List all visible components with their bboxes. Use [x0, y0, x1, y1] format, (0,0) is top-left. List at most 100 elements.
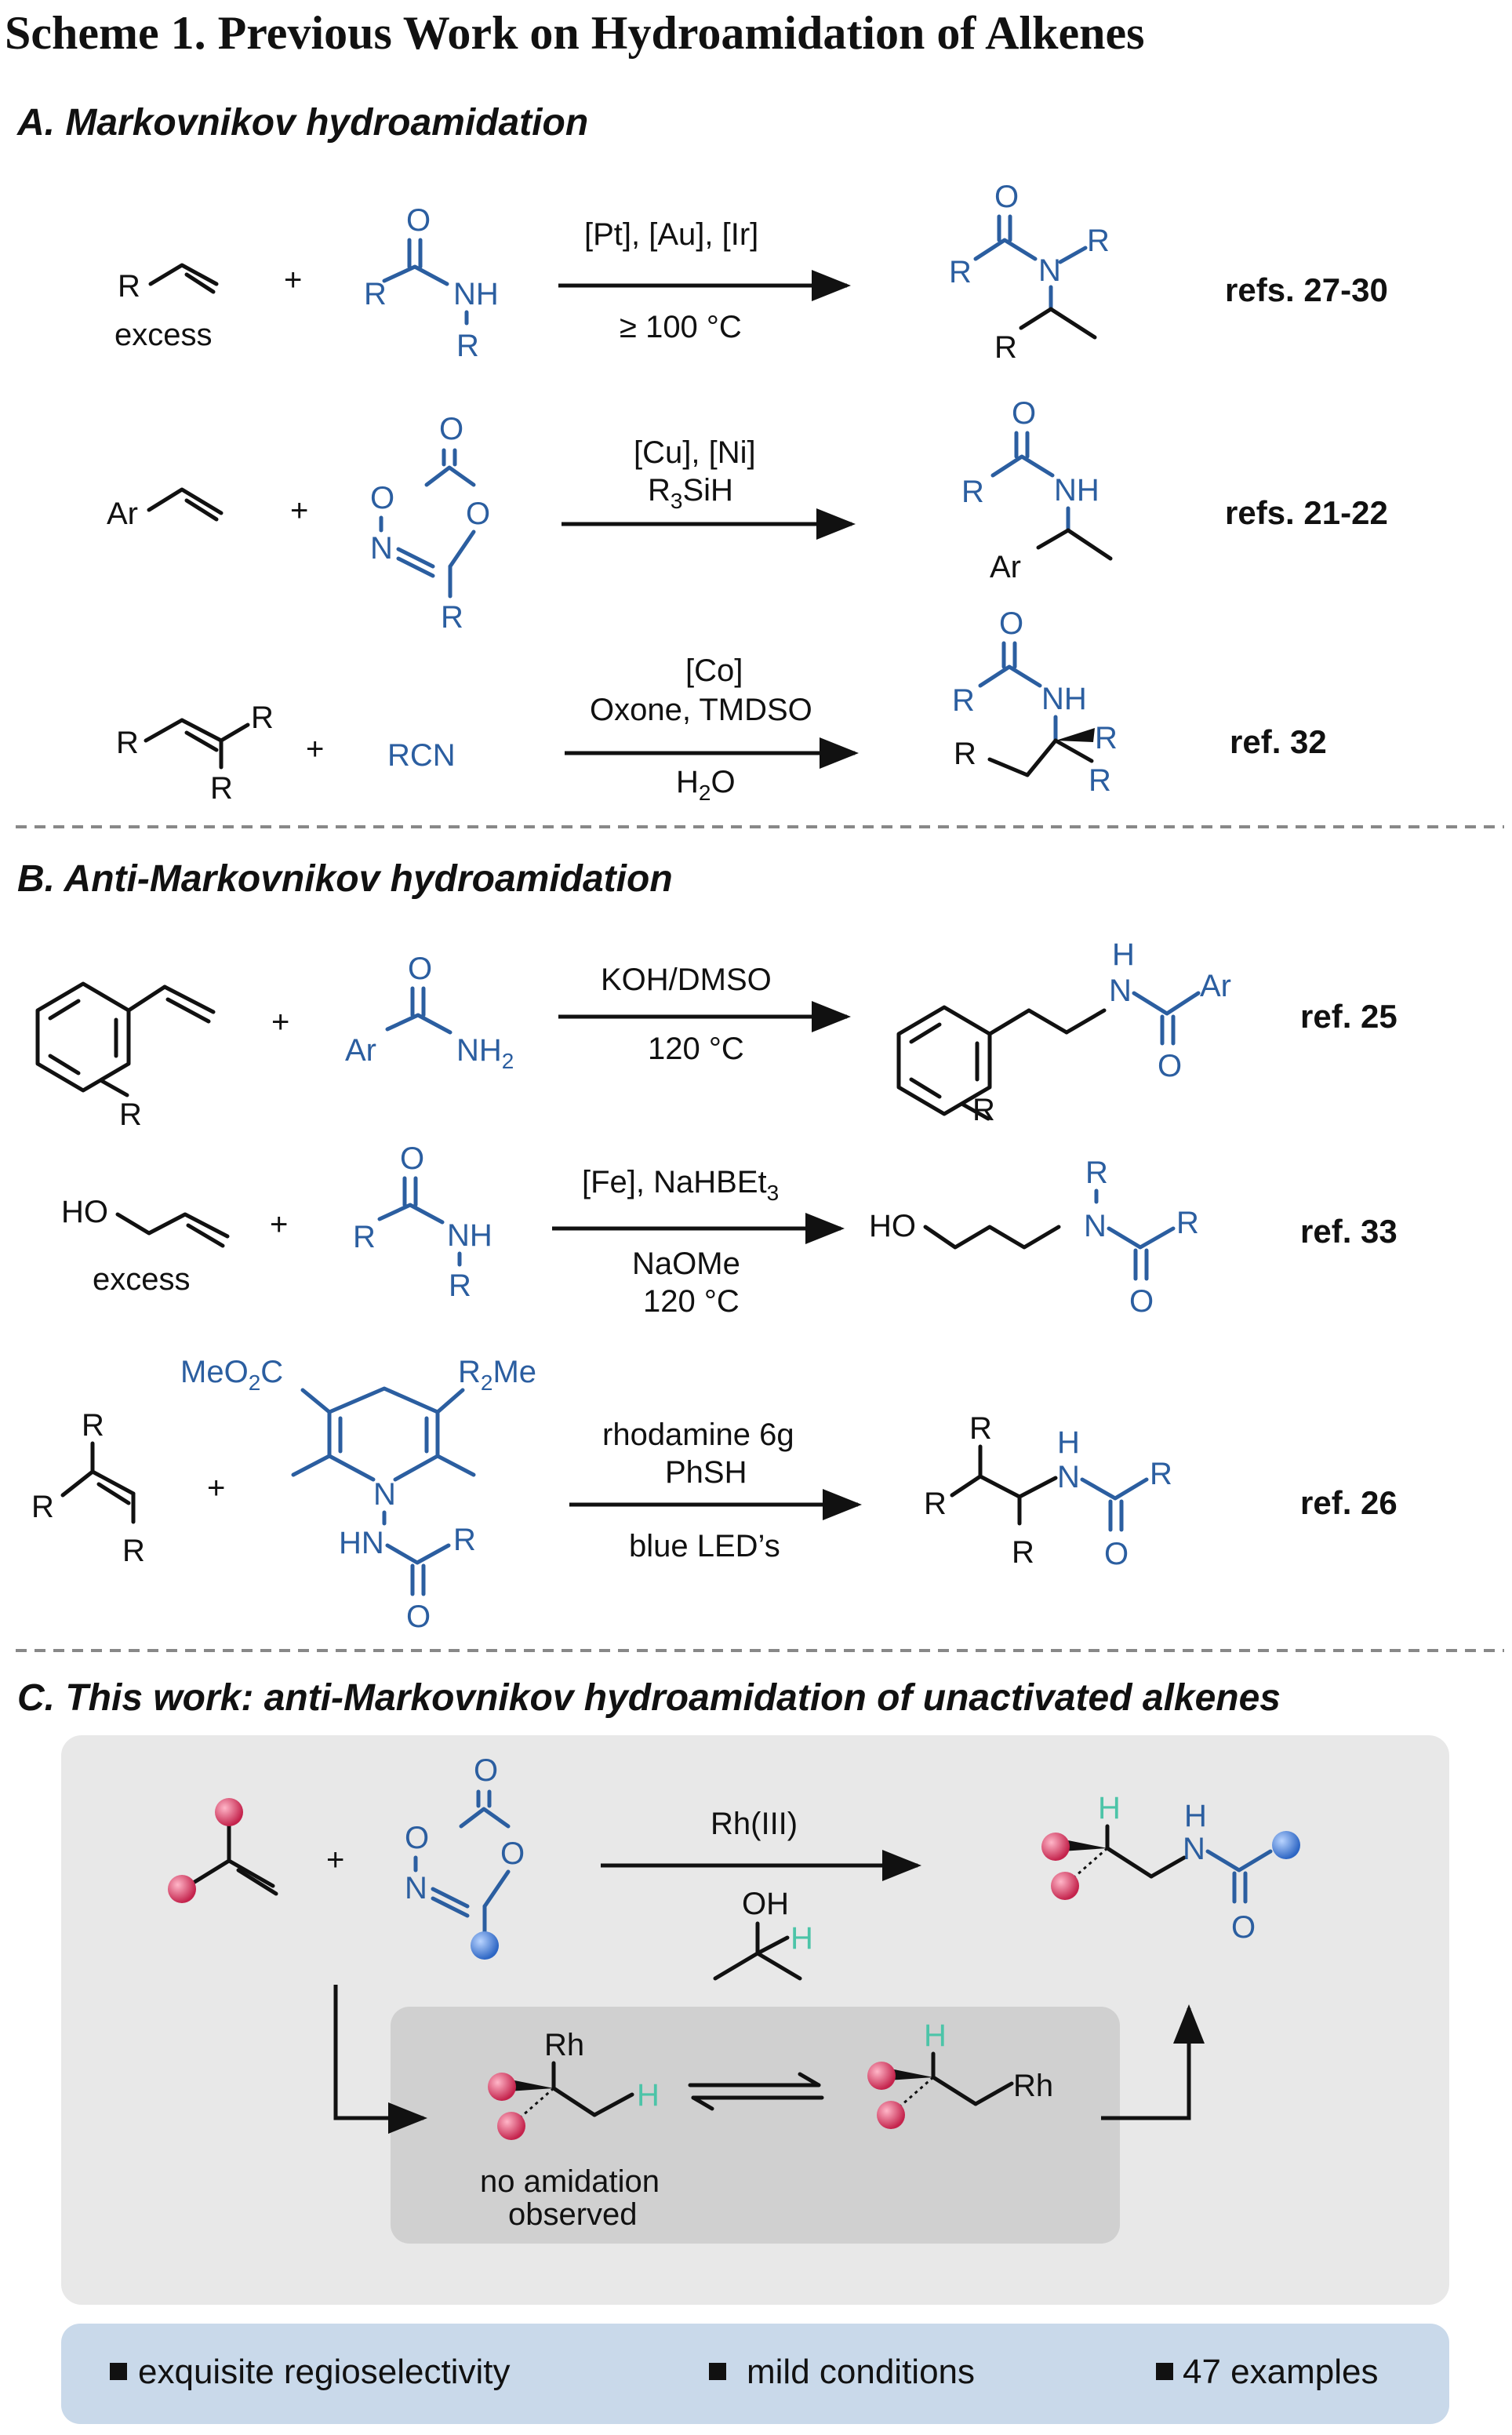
a2-prod-ar: Ar	[990, 550, 1021, 584]
c-inter1-note1: no amidation	[480, 2164, 660, 2199]
c-prod-sub2	[1051, 1872, 1079, 1900]
b3-r1: R	[82, 1408, 104, 1443]
b3-hl-co: R	[458, 1355, 481, 1389]
c-prod-h: H	[1098, 1791, 1121, 1825]
b3-r2: R	[31, 1490, 54, 1524]
b2-plus: +	[270, 1207, 288, 1242]
b2-excess-label: excess	[93, 1262, 191, 1297]
reaction-a2: Ar + O O O N R [Cu], [Ni] R3SiH O R NH A…	[107, 396, 1388, 635]
reaction-b1: R + O Ar NH2 KOH/DMSO 120 °C R H N Ar O …	[35, 937, 1398, 1132]
b3-hl-o: O	[406, 1600, 431, 1634]
b1-amide-sub: 2	[502, 1049, 514, 1073]
b3-plus: +	[207, 1471, 225, 1505]
section-a-heading: A. Markovnikov hydroamidation	[16, 102, 588, 144]
feature-3: 47 examples	[1183, 2353, 1378, 2391]
b2-cond-b2: 120 °C	[643, 1284, 740, 1319]
c-ring-n: N	[405, 1871, 427, 1905]
b1-amide-ar: Ar	[345, 1033, 376, 1068]
a2-prod-o: O	[1012, 396, 1036, 431]
c-prod-nh-h: H	[1184, 1799, 1207, 1833]
a2-ring-r: R	[441, 600, 463, 635]
a1-amide-nr: R	[456, 329, 479, 363]
a1-prod-r1: R	[949, 255, 972, 289]
a1-amide-nh: NH	[453, 277, 499, 311]
a2-cond-mid-sub: 3	[671, 489, 683, 513]
b1-ring-r: R	[119, 1097, 142, 1132]
a3-prod-o: O	[999, 606, 1023, 641]
svg-text:H2O: H2O	[676, 765, 736, 805]
b1-prod-h: H	[1112, 937, 1135, 972]
a3-prod-r4: R	[1089, 763, 1111, 798]
a3-r-bottom: R	[210, 771, 233, 806]
b3-prod-n: N	[1057, 1460, 1080, 1494]
a1-cond-bottom: ≥ 100 °C	[620, 310, 742, 344]
intermediate-panel	[391, 2007, 1120, 2244]
b2-cond-top: [Fe], NaHBEt	[582, 1165, 767, 1199]
b3-prod-r2: R	[924, 1487, 947, 1521]
b3-cond-top: rhodamine 6g	[602, 1418, 794, 1452]
b2-ref: ref. 33	[1300, 1213, 1398, 1250]
b1-cond-top: KOH/DMSO	[601, 963, 772, 997]
b3-r3: R	[122, 1534, 145, 1568]
a2-plus: +	[290, 493, 308, 528]
b1-prod-ar: Ar	[1200, 969, 1231, 1003]
b1-amide-o: O	[408, 952, 432, 986]
a2-cond-mid-end: SiH	[682, 473, 732, 508]
c-prod-sub3	[1272, 1831, 1300, 1859]
reaction-a3: R R R + RCN [Co] Oxone, TMDSO H2O O R NH…	[116, 606, 1327, 806]
feature-2: mild conditions	[747, 2353, 975, 2391]
a3-cond-h: H	[676, 765, 699, 799]
c-plus: +	[326, 1843, 344, 1877]
svg-text:R2Me: R2Me	[458, 1355, 536, 1395]
b3-prod-o: O	[1104, 1537, 1129, 1571]
b1-ref: ref. 25	[1300, 998, 1398, 1035]
b1-cond-bottom: 120 °C	[648, 1032, 744, 1066]
svg-text:NH2: NH2	[456, 1033, 514, 1073]
a3-cond-h-sub: 2	[699, 781, 711, 805]
a2-alkene-ar: Ar	[107, 497, 138, 531]
b3-prod-r1: R	[969, 1411, 992, 1446]
b1-prod-o: O	[1158, 1049, 1182, 1083]
a1-prod-o: O	[994, 180, 1019, 214]
section-c-heading: C. This work: anti-Markovnikov hydroamid…	[17, 1677, 1281, 1719]
b3-hl-hn: HN	[339, 1526, 384, 1560]
c-inter2-sub1	[867, 2062, 896, 2090]
b2-prod-n: N	[1084, 1209, 1107, 1243]
b3-prod-h: H	[1057, 1425, 1080, 1460]
a3-nitrile: RCN	[387, 738, 456, 773]
c-ring-o2: O	[500, 1836, 525, 1871]
a1-prod-n: N	[1038, 253, 1061, 288]
a1-amide-r: R	[364, 277, 387, 311]
a3-prod-r2: R	[954, 737, 976, 771]
b2-amide-r: R	[353, 1220, 376, 1254]
feature-bullet-2	[709, 2363, 726, 2380]
c-reactant-sub1	[215, 1798, 243, 1826]
c-inter2-sub2	[877, 2101, 905, 2129]
c-inter1-sub1	[488, 2073, 516, 2101]
a1-amide-o: O	[406, 203, 431, 238]
a2-ring-o1: O	[370, 481, 394, 515]
a3-plus: +	[306, 732, 324, 766]
a2-ring-n: N	[370, 531, 393, 566]
svg-text:R3SiH: R3SiH	[648, 473, 733, 513]
c-inter1-note2: observed	[508, 2197, 638, 2232]
a3-prod-nh: NH	[1041, 682, 1087, 716]
b3-hl-co-end: Me	[492, 1355, 536, 1389]
b3-cond-mid: PhSH	[665, 1455, 747, 1490]
c-inter1-sub2	[497, 2112, 525, 2140]
a1-ref: refs. 27-30	[1225, 271, 1388, 308]
c-ring-sub	[471, 1931, 499, 1960]
b2-ho: HO	[61, 1195, 108, 1229]
a3-r-left: R	[116, 726, 139, 760]
a2-cond-mid: R	[648, 473, 671, 508]
b2-prod-r2: R	[1176, 1206, 1199, 1240]
b3-hl-meo-sub: 2	[249, 1370, 261, 1395]
c-inter1-rh: Rh	[544, 2028, 584, 2062]
reaction-b3: R R R + MeO2C R2Me N HN R O rhodamine 6g…	[31, 1355, 1398, 1634]
b1-prod-r: R	[972, 1093, 995, 1127]
c-inter2-rh: Rh	[1013, 2069, 1053, 2103]
b1-amide-nh: NH	[456, 1033, 502, 1068]
feature-bullet-1	[110, 2363, 127, 2380]
scheme-title: Scheme 1. Previous Work on Hydroamidatio…	[5, 7, 1144, 59]
b3-prod-r4: R	[1150, 1457, 1172, 1491]
